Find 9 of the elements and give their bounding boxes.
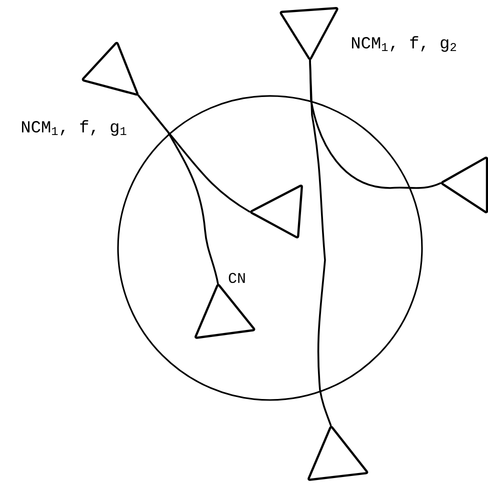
triangle-symbol	[440, 156, 488, 214]
triangle-symbol	[250, 184, 303, 238]
triangle-symbol	[82, 42, 138, 96]
triangle-symbol	[194, 284, 256, 339]
signal-label: NCM$_{1}$, f, g$_{1}$	[22, 120, 126, 136]
triangle-symbol	[280, 7, 338, 60]
triangle-symbol	[308, 426, 368, 481]
connecting-line	[137, 94, 219, 284]
connecting-line	[309, 60, 332, 426]
